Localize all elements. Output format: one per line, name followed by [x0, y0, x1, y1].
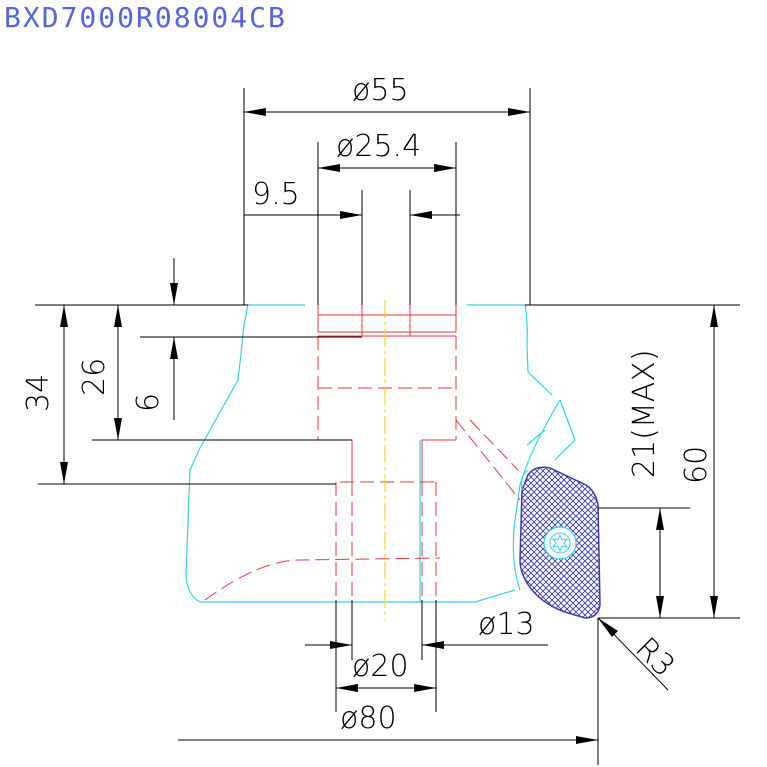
dim-d20: ø20 [352, 649, 409, 684]
torx-screw-icon [543, 526, 577, 560]
dim-d80: ø80 [340, 701, 397, 736]
dim-d13: ø13 [478, 607, 535, 642]
dim-d55: ø55 [352, 73, 409, 108]
dim-d25-4: ø25.4 [336, 129, 421, 164]
cutting-insert [519, 466, 601, 619]
dim-w9-5: 9.5 [252, 177, 300, 212]
dimension-lines [35, 88, 740, 765]
dim-h60: 60 [679, 446, 714, 484]
dim-h34: 34 [21, 374, 56, 412]
dim-h26: 26 [77, 358, 112, 396]
dim-depth21: 21(MAX) [627, 349, 662, 478]
dim-r3: R3 [628, 631, 681, 684]
drawing-title: BXD7000R08004CB [4, 1, 287, 34]
cutter-body-outline [185, 304, 576, 603]
hidden-lines [204, 305, 521, 601]
dim-h6: 6 [131, 393, 166, 412]
